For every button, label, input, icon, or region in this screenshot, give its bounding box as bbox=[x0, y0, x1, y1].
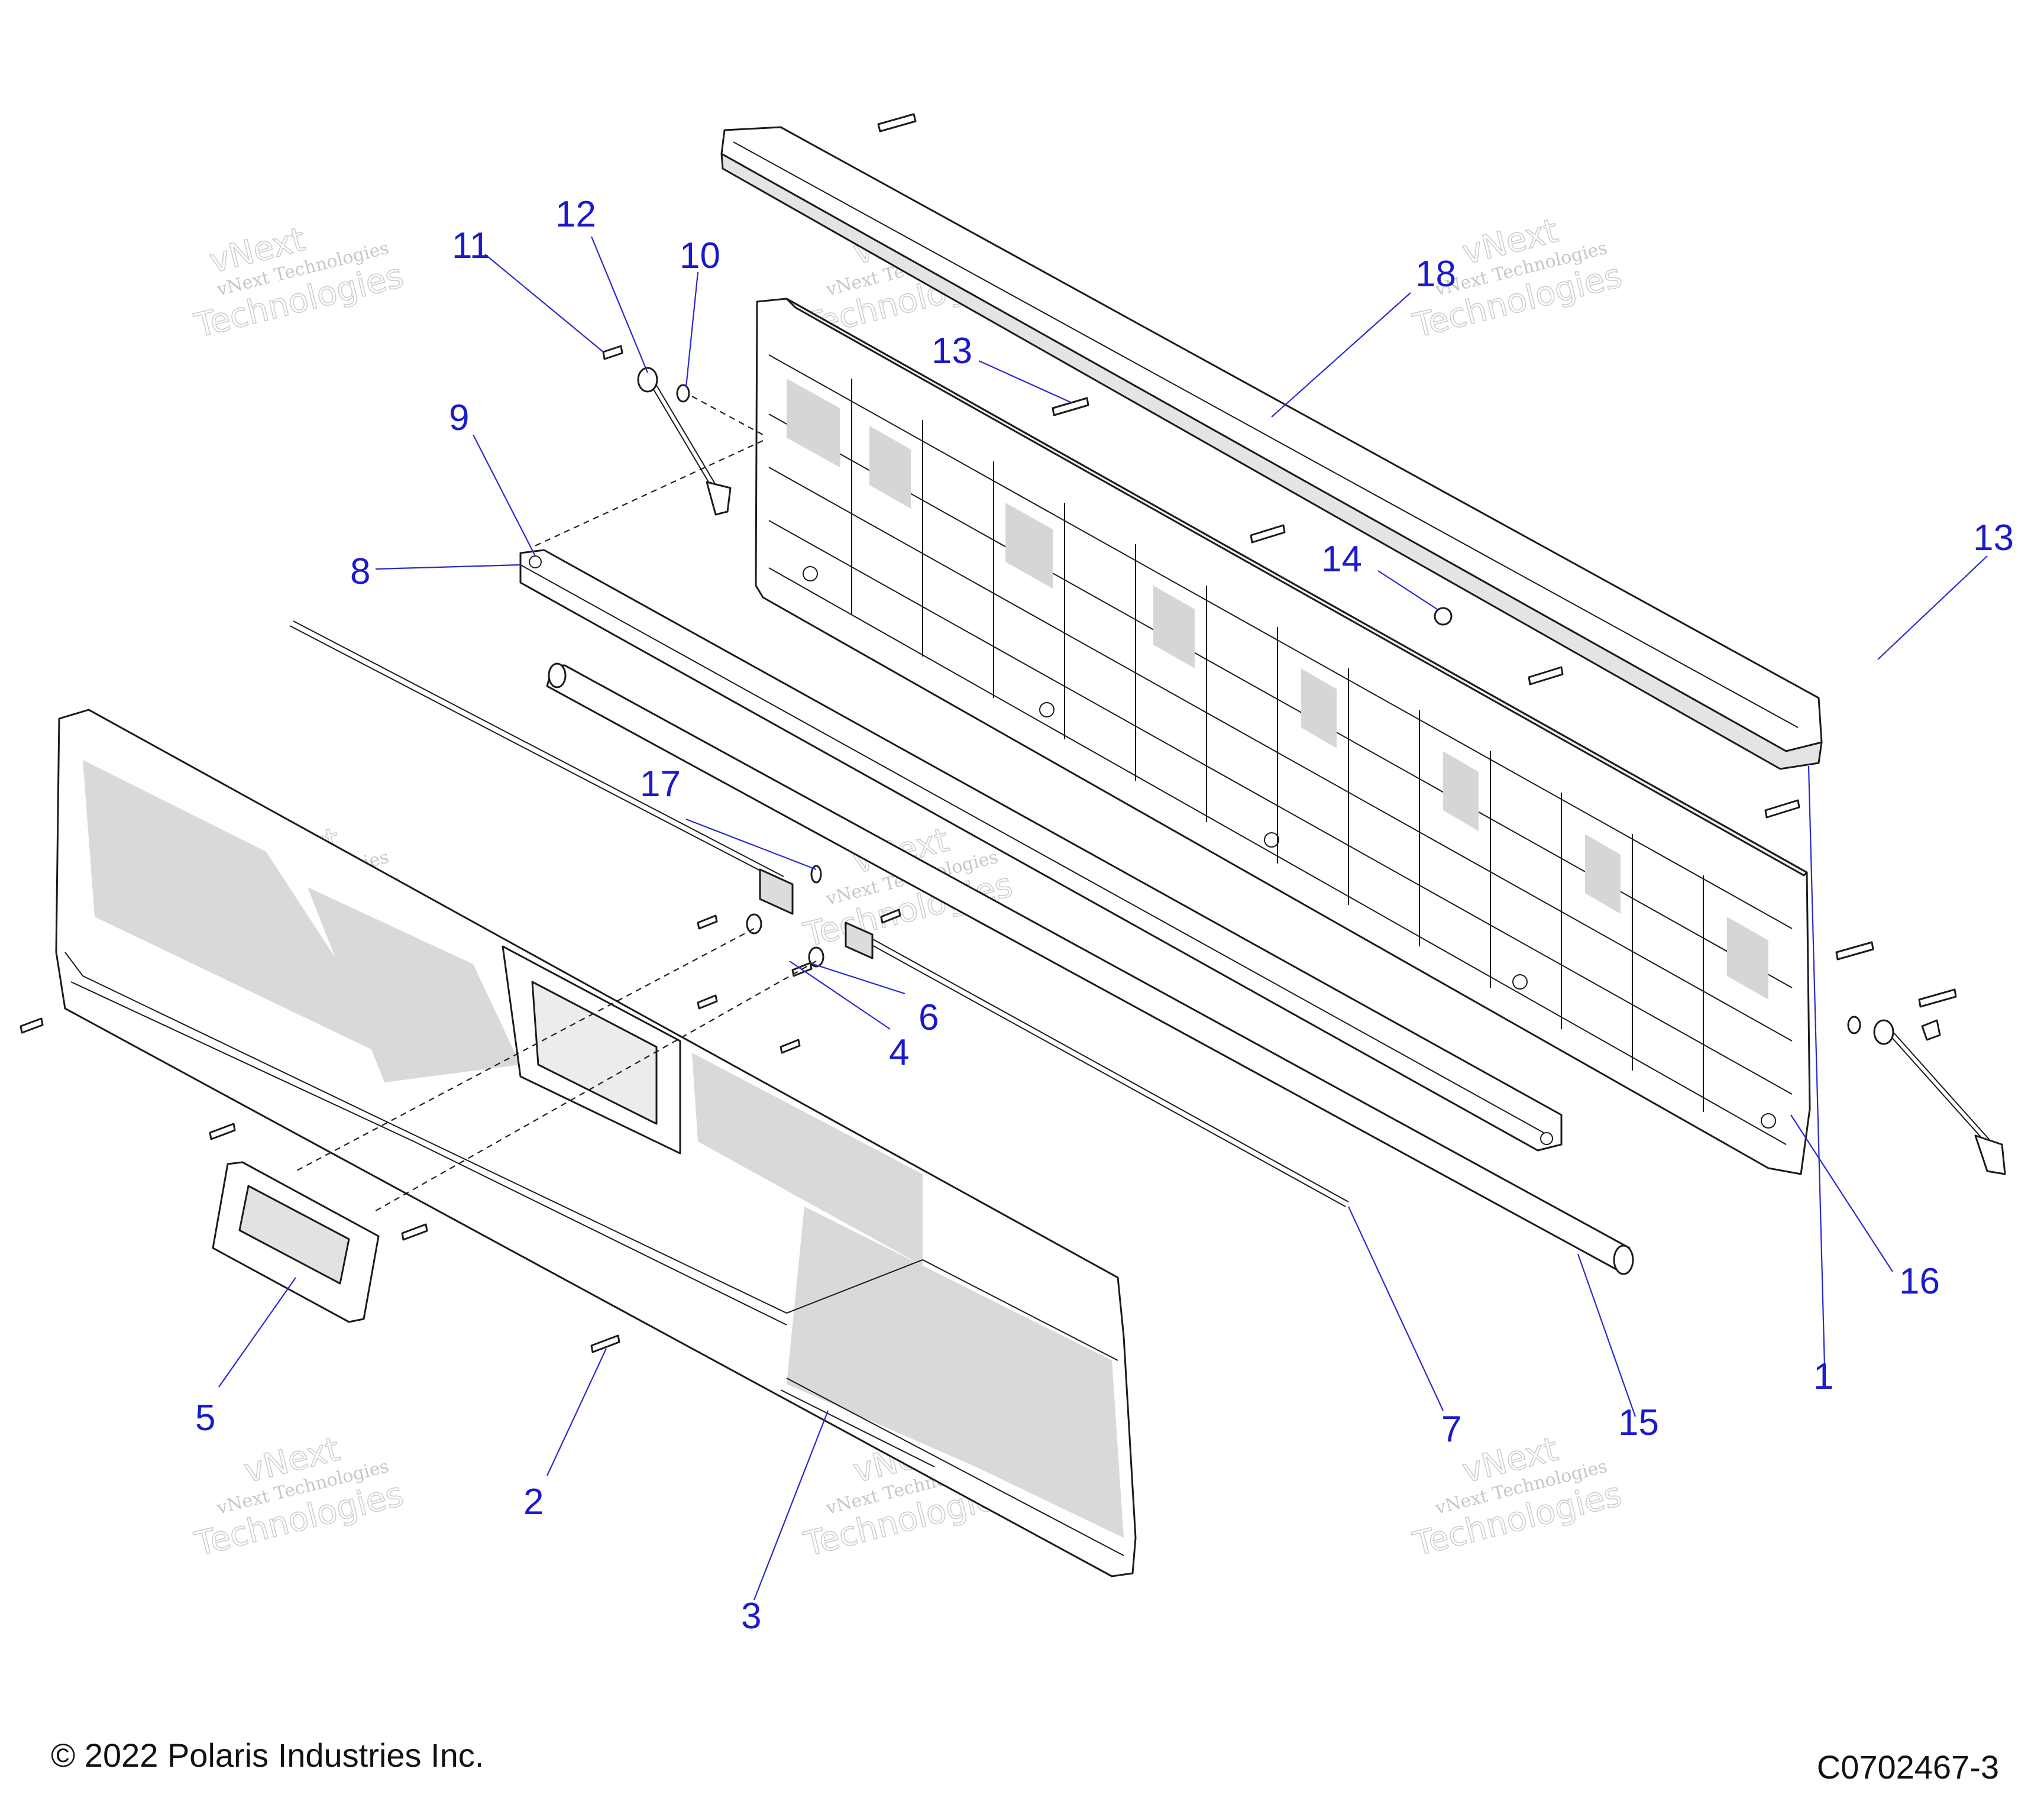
callout-10: 10 bbox=[680, 235, 720, 276]
callout-3: 3 bbox=[741, 1596, 761, 1637]
callout-14: 14 bbox=[1321, 539, 1362, 580]
handle-bezel-part-5 bbox=[212, 1161, 380, 1323]
callout-12: 12 bbox=[555, 194, 596, 235]
fastener-group bbox=[20, 113, 1957, 1353]
rod-part-7 bbox=[289, 620, 1349, 1207]
callout-8: 8 bbox=[350, 551, 370, 592]
inner-tailgate-frame-part-1 bbox=[755, 298, 1811, 1175]
cable-assembly-right bbox=[1847, 1016, 2006, 1175]
callout-15: 15 bbox=[1618, 1402, 1659, 1443]
callout-5: 5 bbox=[195, 1398, 215, 1438]
callout-11: 11 bbox=[452, 225, 490, 266]
callout-4: 4 bbox=[889, 1032, 909, 1073]
lower-channel-part-8 bbox=[519, 549, 1563, 1152]
callout-9: 9 bbox=[449, 397, 469, 438]
callout-2: 2 bbox=[523, 1482, 544, 1522]
diagram-code: C0702467-3 bbox=[1816, 1748, 1999, 1786]
tube-part-15 bbox=[546, 662, 1634, 1275]
outer-tailgate-panel-part-3 bbox=[55, 709, 1137, 1577]
callout-17: 17 bbox=[640, 764, 681, 804]
callout-7: 7 bbox=[1441, 1409, 1461, 1450]
callout-13b: 13 bbox=[1973, 518, 2014, 558]
leader-lines bbox=[218, 236, 1988, 1601]
top-cap-rail-part-18 bbox=[720, 126, 1823, 770]
callout-13: 13 bbox=[932, 331, 972, 371]
callout-18: 18 bbox=[1415, 254, 1456, 295]
callout-numbers: 1 2 3 4 5 6 7 8 9 10 11 12 13 13 14 15 1… bbox=[195, 194, 2014, 1637]
copyright-text: © 2022 Polaris Industries Inc. bbox=[51, 1737, 484, 1774]
callout-1: 1 bbox=[1813, 1356, 1833, 1397]
callout-6: 6 bbox=[918, 997, 939, 1038]
callout-16: 16 bbox=[1899, 1261, 1940, 1302]
cable-assembly-left bbox=[637, 367, 732, 516]
assembly-dash-lines bbox=[295, 396, 817, 1213]
